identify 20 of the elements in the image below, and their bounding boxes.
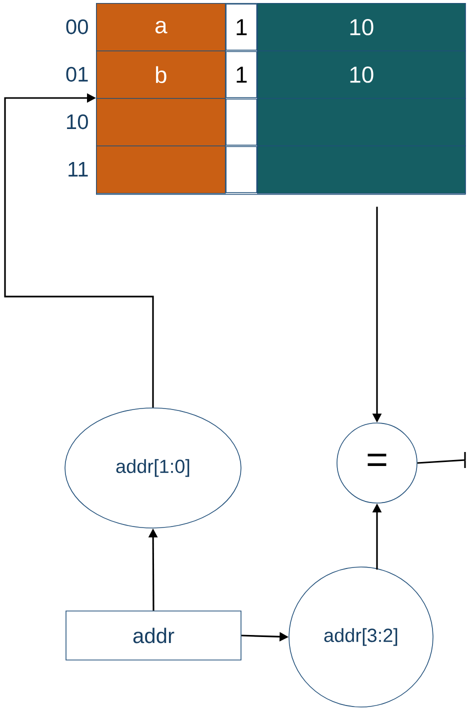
table-cell: [226, 146, 258, 194]
table-cell: [226, 98, 258, 146]
table-cell: 1: [226, 51, 258, 98]
table-cell: [96, 146, 226, 194]
row-address: 11: [68, 162, 88, 176]
table-cell: [257, 146, 466, 194]
row-address: 01: [66, 66, 88, 82]
table-cell: [257, 98, 466, 146]
table-cell: a: [96, 3, 226, 52]
arrow: [4, 93, 154, 408]
ellipse-node: addr[3:2]: [288, 566, 434, 708]
ellipse-node: addr[1:0]: [64, 408, 242, 528]
table-cell: 10: [257, 3, 466, 52]
row-address: 00: [66, 19, 88, 34]
table-cell: [96, 98, 226, 146]
input-box: addr: [66, 610, 242, 660]
table-cell: b: [96, 50, 226, 99]
table-cell: 10: [257, 50, 466, 99]
table-cell: 1: [226, 4, 258, 51]
row-address: 10: [67, 114, 88, 130]
